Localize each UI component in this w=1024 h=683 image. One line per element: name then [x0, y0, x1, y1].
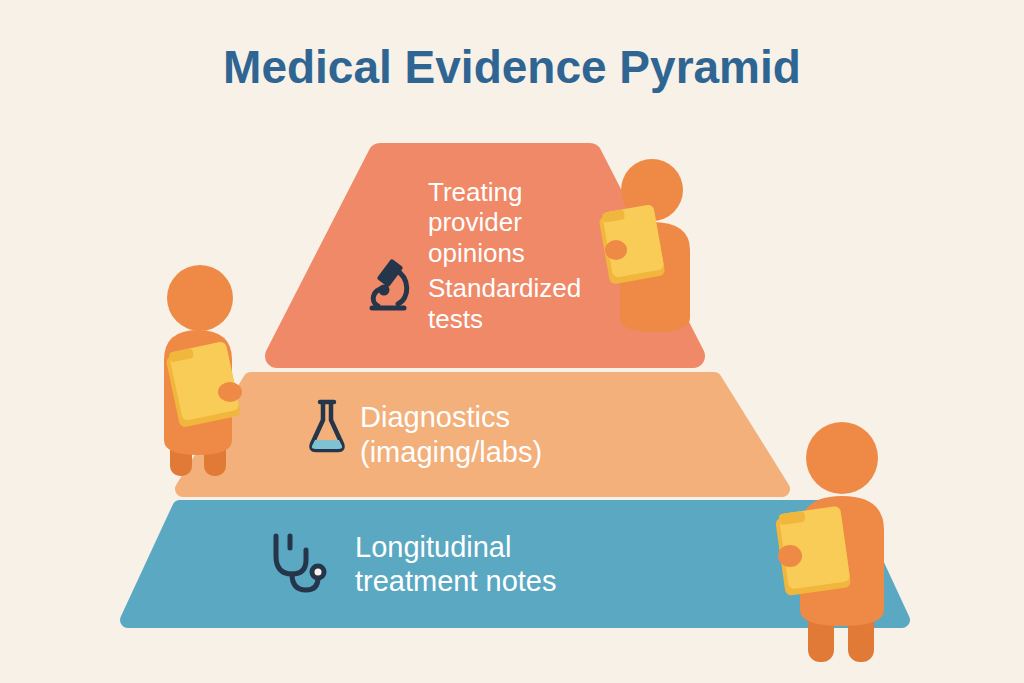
diagram-title: Medical Evidence Pyramid [0, 40, 1024, 94]
tier-label: Diagnostics (imaging/labs) [360, 400, 630, 468]
tier-label: Standardized tests [428, 273, 618, 334]
microscope-icon [372, 262, 407, 308]
tier-shape [175, 372, 790, 497]
pyramid-tier: Longitudinal treatment notes [120, 500, 910, 628]
clay-figure [598, 159, 690, 332]
clay-figure [774, 422, 884, 662]
clay-figure [164, 265, 242, 476]
flask-icon [312, 402, 343, 450]
tier-label: Treating provider opinions [428, 177, 618, 269]
tier-shape [120, 500, 910, 628]
pyramid-tier: Diagnostics (imaging/labs) [175, 372, 790, 497]
pyramid-tier: Treating provider opinionsStandardized t… [265, 143, 705, 368]
tier-label: Longitudinal treatment notes [355, 530, 635, 598]
tier-text-box: Diagnostics (imaging/labs) [360, 400, 630, 468]
stethoscope-icon [276, 536, 324, 590]
tier-text-box: Treating provider opinionsStandardized t… [428, 177, 618, 334]
tier-text-box: Longitudinal treatment notes [355, 530, 635, 598]
